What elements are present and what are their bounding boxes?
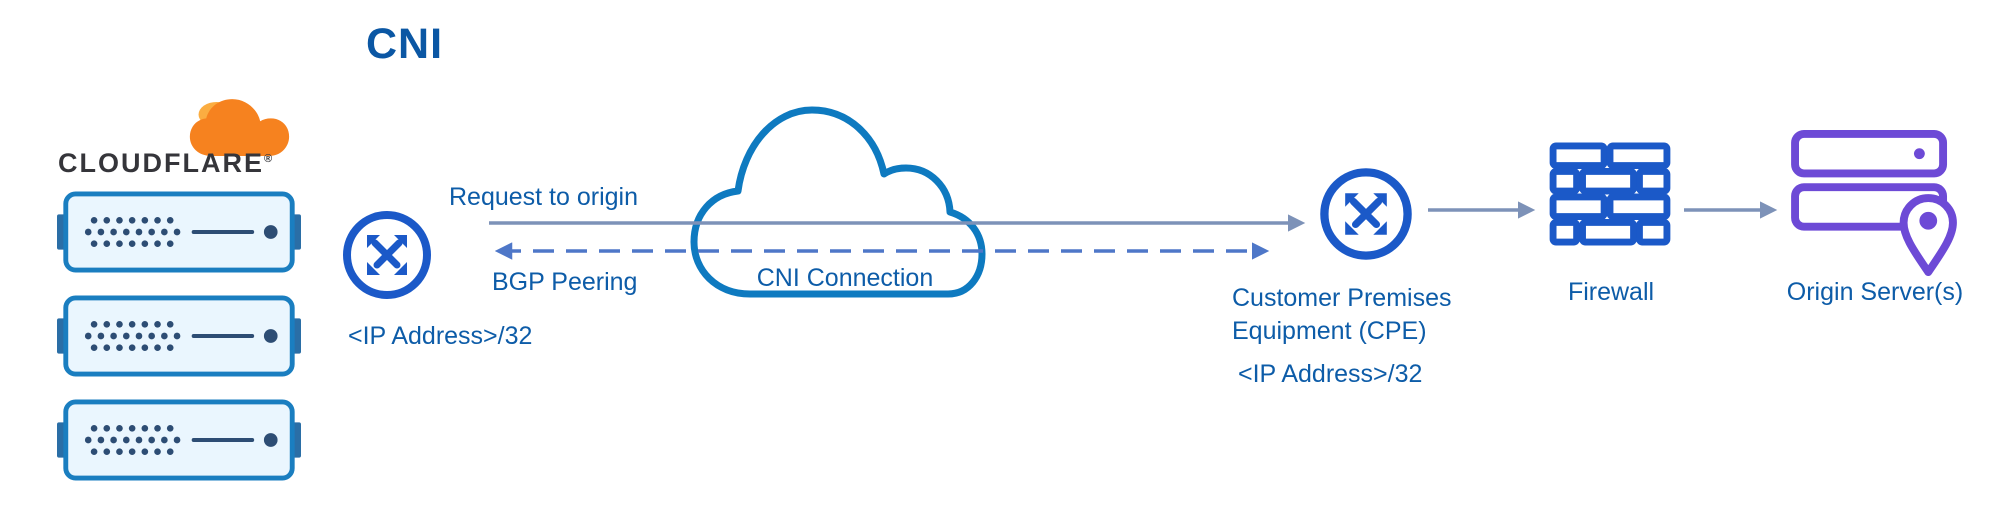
cni-connection-label: CNI Connection — [756, 264, 934, 292]
edge-server-icon — [57, 191, 301, 273]
edge-server-icon — [57, 295, 301, 377]
cloudflare-logo: CLOUDFLARE® — [58, 96, 328, 191]
bgp-peering-label: BGP Peering — [492, 268, 638, 296]
edge-server-icon — [57, 399, 301, 481]
diagram-title: CNI — [366, 20, 444, 68]
cpe-router-icon — [1320, 168, 1412, 260]
cpe-ip-label: <IP Address>/32 — [1238, 360, 1423, 388]
cloudflare-wordmark: CLOUDFLARE® — [58, 148, 274, 179]
firewall-label: Firewall — [1567, 278, 1655, 306]
interconnect-router-icon — [343, 211, 431, 299]
edge-ip-label: <IP Address>/32 — [348, 322, 533, 350]
location-pin-icon — [1899, 194, 1957, 277]
registered-mark: ® — [263, 153, 275, 165]
origin-server-icon — [1791, 129, 1957, 277]
cpe-label: Customer Premises Equipment (CPE) — [1232, 282, 1452, 348]
cpe-label-line1: Customer Premises — [1232, 284, 1452, 312]
cloudflare-cloud-icon — [189, 99, 290, 156]
origin-servers-label: Origin Server(s) — [1786, 278, 1964, 306]
request-to-origin-label: Request to origin — [449, 183, 639, 211]
cloudflare-wordmark-text: CLOUDFLARE — [58, 148, 264, 178]
cpe-label-line2: Equipment (CPE) — [1232, 317, 1427, 345]
firewall-brick-icon — [1549, 142, 1671, 246]
